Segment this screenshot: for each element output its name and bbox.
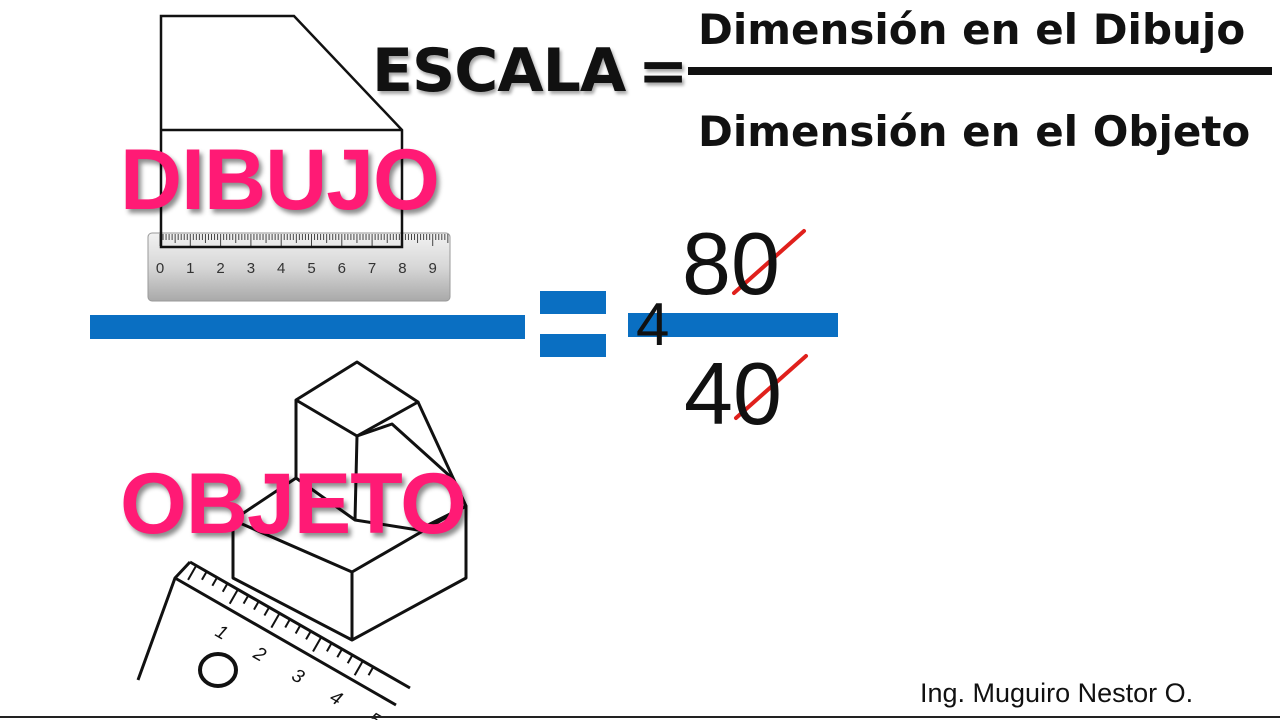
tilted-ruler-hole-icon <box>198 652 238 688</box>
tilted-ruler-outline <box>136 560 411 707</box>
tilted-ruler-tick <box>221 583 229 593</box>
ruler-number: 8 <box>398 260 406 277</box>
ruler-number: 0 <box>156 260 164 277</box>
ruler-body <box>147 232 451 302</box>
ruler-number: 9 <box>429 260 437 277</box>
object-block-side <box>294 400 468 521</box>
ruler-number: 3 <box>247 260 255 277</box>
ruler-number: 4 <box>277 260 285 277</box>
tilted-ruler-number: 5 <box>364 709 384 720</box>
ruler-number: 5 <box>307 260 315 277</box>
object-top-block <box>294 360 420 438</box>
drawing-outline <box>159 14 404 249</box>
tilted-ruler-tick <box>201 571 208 581</box>
drawing-top-shape <box>159 14 404 249</box>
formula-denominator: Dimensión en el Objeto <box>698 107 1251 156</box>
bottom-border <box>0 716 1280 718</box>
strike-40 <box>734 354 808 420</box>
objeto-label: OBJETO <box>120 456 467 552</box>
example-numerator: 80 <box>682 214 780 313</box>
example-denominator: 40 <box>684 344 782 443</box>
tilted-ruler-tick <box>284 619 291 628</box>
strike-80 <box>732 229 806 295</box>
ruler-numbers: 0 1 2 3 4 5 6 7 8 9 <box>156 260 437 277</box>
ruler: 0 1 2 3 4 5 6 7 8 9 <box>147 232 451 302</box>
example-result: 4 <box>636 291 670 358</box>
author-credit: Ing. Muguiro Nestor O. <box>920 678 1194 708</box>
tilted-ruler <box>136 560 411 707</box>
tilted-ruler-tick <box>263 607 270 617</box>
dibujo-label: DIBUJO <box>120 132 440 228</box>
tilted-ruler-number: 3 <box>288 665 308 689</box>
tilted-ruler-tick <box>336 648 343 658</box>
object-base-edges <box>232 504 467 640</box>
tilted-ruler-tick <box>326 643 333 652</box>
equals-bottom-bar <box>540 334 606 357</box>
tilted-ruler-number: 2 <box>249 643 270 667</box>
ruler-number: 6 <box>338 260 346 277</box>
ruler-number: 7 <box>368 260 376 277</box>
tilted-ruler-number: 1 <box>212 621 232 644</box>
formula-equals-sign: = <box>638 36 689 106</box>
isometric-object <box>231 360 468 642</box>
tilted-ruler-tick <box>353 660 364 676</box>
tilted-ruler-tick <box>187 565 197 581</box>
formula-numerator: Dimensión en el Dibujo <box>698 5 1246 54</box>
equals-top-bar <box>540 291 606 314</box>
tilted-ruler-tick <box>305 631 312 640</box>
left-fraction-bar <box>90 315 525 339</box>
tilted-ruler-tick <box>211 577 218 587</box>
ruler-number: 2 <box>216 260 224 277</box>
tilted-ruler-tick <box>367 666 374 676</box>
tilted-ruler-tick <box>253 601 260 611</box>
tilted-ruler-tick <box>346 654 354 664</box>
tilted-ruler-number: 4 <box>326 687 346 710</box>
tilted-ruler-tick <box>312 637 322 652</box>
right-fraction-bar <box>628 313 838 337</box>
tilted-ruler-tick <box>270 613 281 629</box>
formula-left-term: ESCALA <box>372 36 626 106</box>
ruler-number: 1 <box>186 260 194 277</box>
strike-lines <box>732 229 808 420</box>
formula-fraction-bar <box>688 67 1272 75</box>
fraction-bars <box>90 291 838 357</box>
tilted-ruler-tick <box>242 595 249 605</box>
object-slant <box>356 422 454 480</box>
tilted-ruler-tick <box>294 625 301 634</box>
tilted-ruler-tick <box>228 589 239 605</box>
